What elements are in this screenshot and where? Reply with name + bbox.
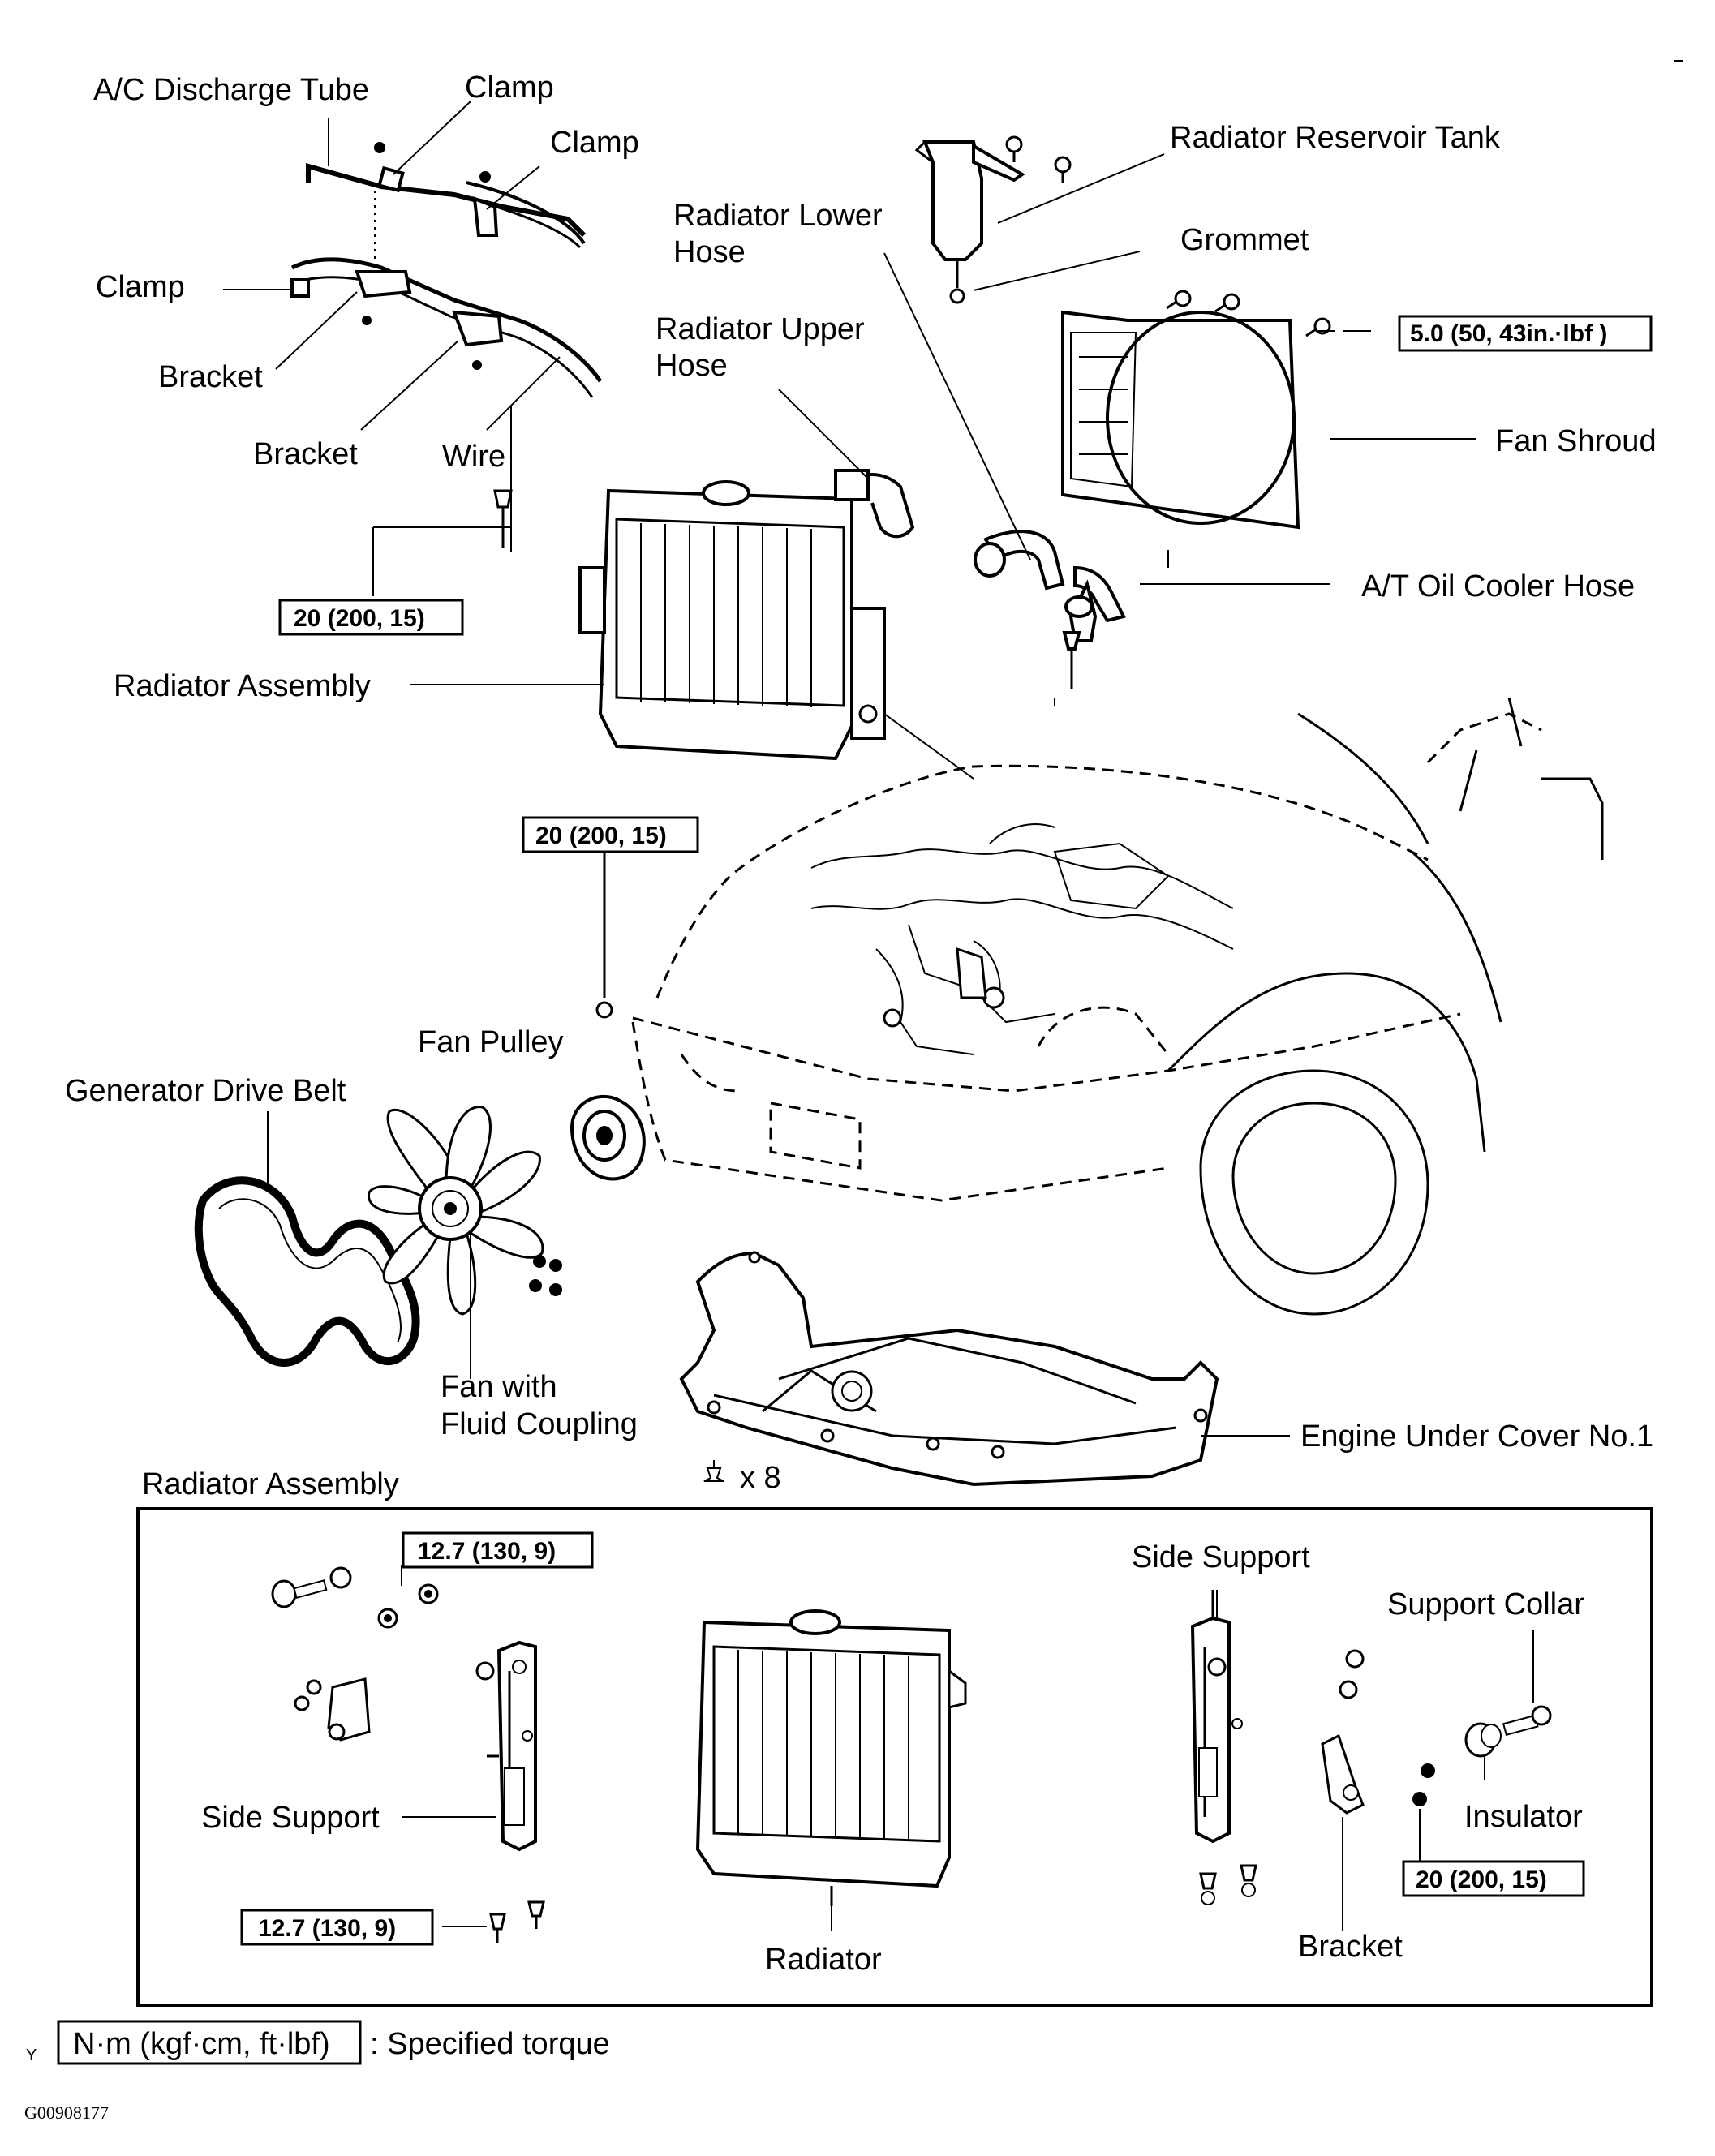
torque-value: 5.0 (50, 43in.·lbf ) — [1410, 320, 1607, 347]
label-radiator-assembly: Radiator Assembly — [114, 669, 371, 703]
inset-parts — [271, 1566, 1552, 1943]
torque-boxes-main: 5.0 (50, 43in.·lbf ) 20 (200, 15) 20 (20… — [278, 315, 1653, 853]
label-radiator-upper-hose: Hose — [655, 349, 728, 383]
label-grommet: Grommet — [1180, 223, 1309, 257]
label-wire: Wire — [442, 440, 505, 474]
figure-code: G00908177 — [24, 2102, 109, 2123]
label-radiator-lower-hose: Hose — [673, 235, 746, 269]
legend-description: : Specified torque — [370, 2027, 610, 2061]
torque-box — [1402, 1860, 1585, 1897]
legend-mark: Y — [26, 2046, 37, 2064]
label-side-support: Side Support — [201, 1801, 380, 1835]
torque-value: 20 (200, 15) — [294, 605, 425, 632]
torque-box — [402, 1531, 594, 1569]
label-side-support: Side Support — [1132, 1540, 1310, 1574]
torque-value: 20 (200, 15) — [1416, 1866, 1547, 1893]
label-clip-count: x 8 — [740, 1461, 781, 1495]
fan-shroud — [1061, 290, 1331, 530]
inset-frame — [136, 1507, 1653, 2007]
torque-box — [522, 816, 699, 853]
torque-box — [240, 1909, 434, 1946]
label-radiator-lower-hose: Radiator Lower — [673, 199, 883, 233]
label-fan-with-fluid-coupling: Fan with — [441, 1370, 557, 1404]
label-fan-pulley: Fan Pulley — [418, 1025, 564, 1059]
label-radiator-upper-hose: Radiator Upper — [655, 312, 865, 346]
label-bracket: Bracket — [253, 437, 358, 471]
label-radiator: Radiator — [765, 1943, 882, 1977]
ac-discharge-tube-assembly — [290, 142, 603, 398]
inset-title: Radiator Assembly — [142, 1467, 399, 1501]
torque-value: 20 (200, 15) — [535, 822, 667, 849]
label-at-oil-cooler-hose: A/T Oil Cooler Hose — [1361, 569, 1635, 603]
torque-boxes-inset: 12.7 (130, 9) 12.7 (130, 9) 20 (200, 15) — [240, 1531, 1585, 1946]
radiator-reservoir-tank — [914, 135, 1072, 304]
legend-unit: N·m (kgf·cm, ft·lbf) — [73, 2027, 330, 2061]
label-bracket: Bracket — [1298, 1930, 1403, 1964]
inset-labels: Side Support Side Support Support Collar… — [201, 1540, 1584, 1977]
fan-with-fluid-coupling — [368, 1106, 562, 1316]
label-fan-shroud: Fan Shroud — [1495, 424, 1657, 458]
main-labels: A/C Discharge Tube Clamp Clamp Clamp Bra… — [65, 71, 1657, 1495]
radiator-main — [578, 469, 915, 761]
engine-under-cover — [679, 1251, 1219, 1487]
vehicle-front-outline — [631, 697, 1604, 1316]
leader-lines — [223, 101, 1476, 1437]
fan-pulley — [570, 844, 646, 1181]
label-support-collar: Support Collar — [1387, 1587, 1584, 1621]
torque-legend: Y N·m (kgf·cm, ft·lbf) : Specified torqu… — [26, 2020, 610, 2065]
label-fan-with-fluid-coupling: Fluid Coupling — [441, 1407, 638, 1441]
torque-value: 12.7 (130, 9) — [258, 1915, 396, 1942]
label-clamp: Clamp — [96, 270, 185, 304]
generator-drive-belt — [194, 1176, 420, 1367]
label-generator-drive-belt: Generator Drive Belt — [65, 1074, 346, 1108]
inset-leader-lines — [401, 1565, 1534, 1931]
label-clamp: Clamp — [465, 71, 554, 105]
label-radiator-reservoir-tank: Radiator Reservoir Tank — [1170, 121, 1501, 155]
label-bracket: Bracket — [158, 360, 263, 394]
torque-value: 12.7 (130, 9) — [418, 1538, 556, 1565]
legend-box — [57, 2020, 362, 2065]
label-engine-under-cover: Engine Under Cover No.1 — [1300, 1419, 1653, 1454]
radiator-lower-hose — [974, 530, 1126, 689]
torque-box — [278, 599, 464, 636]
label-ac-discharge-tube: A/C Discharge Tube — [93, 73, 369, 107]
label-insulator: Insulator — [1464, 1800, 1583, 1834]
label-clamp: Clamp — [550, 126, 639, 160]
